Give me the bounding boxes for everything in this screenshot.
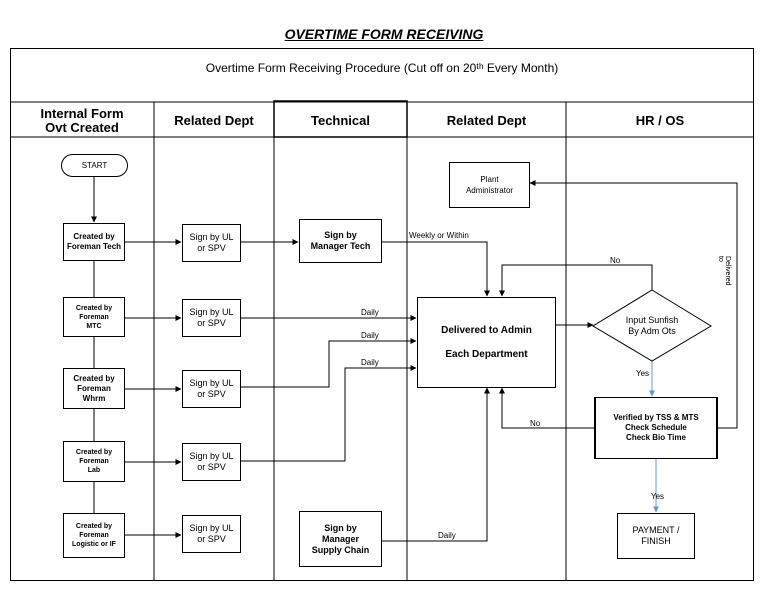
delivered-to-admin: Delivered to Admin Each Department: [417, 297, 556, 388]
swimlane-grid: [10, 100, 754, 581]
verified-by-tss-mts: Verified by TSS & MTS Check Schedule Che…: [594, 397, 718, 459]
procedure-subtitle: Overtime Form Receiving Procedure (Cut o…: [205, 61, 559, 75]
payment-finish: PAYMENT / FINISH: [617, 513, 695, 559]
page-title: OVERTIME FORM RECEIVING: [284, 26, 484, 42]
created-by-foreman-logistic: Created by Foreman Logistic or IF: [63, 513, 125, 558]
edge-label-daily-4: Daily: [438, 531, 456, 540]
edge-label-yes-2: Yes: [651, 492, 665, 501]
edge-label-daily-3: Daily: [361, 358, 379, 367]
diagram-frame: [10, 48, 754, 581]
edge-label-yes-1: Yes: [636, 369, 650, 378]
plant-administrator: Plant Administrator: [449, 162, 530, 208]
created-by-foreman-mtc: Created by Foreman MTC: [63, 297, 125, 337]
created-by-foreman-lab: Created by Foreman Lab: [63, 441, 125, 482]
edge-label-no-top: No: [610, 256, 621, 265]
created-by-foreman-whrm: Created by Foreman Whrm: [63, 368, 125, 409]
sign-by-ul-1: Sign by UL or SPV: [182, 224, 241, 262]
sign-by-manager-tech: Sign by Manager Tech: [299, 219, 382, 263]
edge-label-no-bottom: No: [530, 419, 541, 428]
edge-label-daily-1: Daily: [361, 308, 379, 317]
start-node: START: [61, 154, 128, 177]
sign-by-ul-4: Sign by UL or SPV: [182, 443, 241, 481]
input-sunfish-label: Input Sunfish By Adm Ots: [625, 315, 679, 336]
edge-label-weekly: Weekly or Within: [409, 231, 469, 240]
sign-by-manager-supply-chain: Sign by Manager Supply Chain: [299, 511, 382, 567]
input-sunfish-diamond: [592, 289, 712, 362]
column-header-related-dept-2: Related Dept: [446, 113, 527, 128]
sign-by-ul-5: Sign by UL or SPV: [182, 515, 241, 553]
edge-label-delivered-to: Delivered to: [717, 256, 731, 286]
edge-label-daily-2: Daily: [361, 331, 379, 340]
column-header-technical: Technical: [310, 113, 370, 128]
column-header-hr-os: HR / OS: [635, 113, 685, 128]
column-header-related-dept-1: Related Dept: [174, 113, 254, 128]
sign-by-ul-3: Sign by UL or SPV: [182, 370, 241, 408]
sign-by-ul-2: Sign by UL or SPV: [182, 299, 241, 337]
created-by-foreman-tech: Created by Foreman Tech: [63, 223, 125, 261]
column-header-internal-form: Internal Form Ovt Created: [40, 106, 124, 135]
